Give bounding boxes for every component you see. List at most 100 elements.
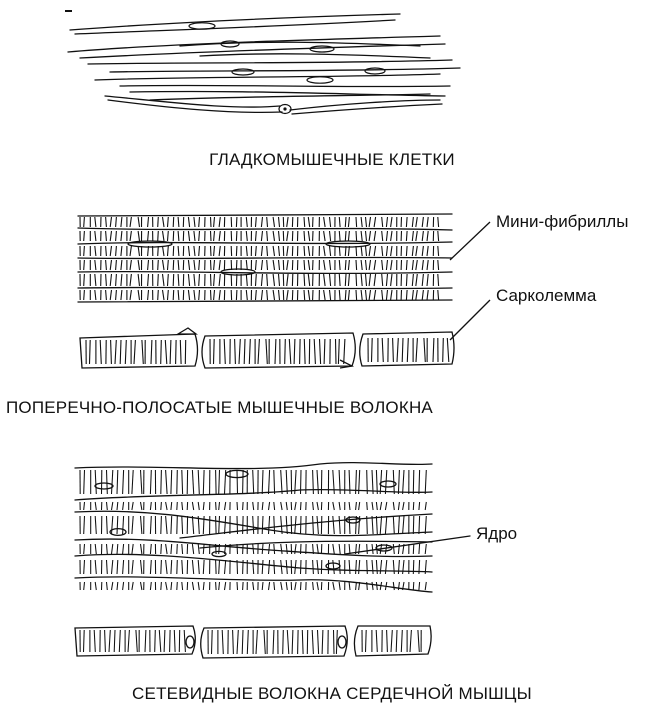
striation bbox=[261, 290, 262, 300]
striation bbox=[413, 470, 414, 494]
striation bbox=[84, 630, 85, 652]
striation bbox=[161, 340, 162, 364]
striation bbox=[295, 516, 296, 534]
striation bbox=[273, 217, 274, 227]
striation bbox=[279, 246, 280, 256]
striation bbox=[155, 630, 156, 652]
striation bbox=[211, 217, 212, 227]
striation bbox=[112, 544, 113, 554]
striation bbox=[317, 560, 318, 574]
striation bbox=[132, 502, 133, 510]
striation bbox=[416, 260, 418, 270]
striation bbox=[182, 470, 183, 494]
striation bbox=[161, 502, 162, 510]
striation bbox=[224, 339, 225, 364]
striation bbox=[219, 246, 220, 256]
striation bbox=[192, 516, 193, 534]
striation bbox=[171, 560, 172, 574]
striation bbox=[136, 630, 137, 652]
striation bbox=[150, 470, 151, 494]
nucleus bbox=[186, 636, 194, 648]
striation bbox=[188, 274, 189, 286]
striation bbox=[188, 246, 189, 256]
striation bbox=[339, 274, 340, 286]
striation bbox=[148, 290, 149, 300]
striation bbox=[366, 260, 367, 270]
striation bbox=[286, 502, 287, 510]
striation bbox=[256, 217, 257, 227]
striation bbox=[374, 231, 376, 241]
striation bbox=[367, 502, 368, 510]
smooth-cell bbox=[75, 20, 395, 34]
striation bbox=[349, 560, 350, 574]
striation bbox=[236, 231, 237, 241]
striation bbox=[256, 290, 257, 300]
striation bbox=[151, 340, 152, 364]
striation bbox=[330, 231, 331, 241]
striation bbox=[387, 630, 388, 652]
striation bbox=[173, 217, 174, 227]
striation bbox=[132, 560, 133, 574]
striation bbox=[235, 339, 236, 364]
striation bbox=[338, 339, 339, 364]
striation bbox=[174, 630, 175, 652]
striation bbox=[176, 340, 177, 364]
striation bbox=[121, 231, 122, 241]
striation bbox=[302, 630, 303, 654]
striation bbox=[348, 274, 349, 286]
striation bbox=[95, 260, 96, 270]
striation bbox=[393, 502, 394, 510]
striation bbox=[138, 246, 139, 256]
striation bbox=[216, 582, 217, 590]
striation bbox=[188, 290, 189, 300]
striation bbox=[141, 582, 142, 590]
striation bbox=[274, 560, 275, 574]
striation bbox=[219, 582, 220, 590]
striation bbox=[313, 560, 314, 574]
striation bbox=[239, 339, 240, 364]
striation bbox=[182, 544, 183, 554]
striation bbox=[106, 217, 107, 227]
striation bbox=[110, 274, 111, 286]
striation bbox=[333, 560, 335, 574]
striation bbox=[403, 502, 404, 510]
striation bbox=[385, 582, 386, 590]
striation bbox=[246, 290, 247, 300]
striation bbox=[422, 274, 423, 286]
striation bbox=[177, 582, 178, 590]
striation bbox=[198, 560, 199, 574]
striation bbox=[356, 290, 357, 300]
striation bbox=[279, 217, 280, 227]
striation bbox=[361, 246, 362, 256]
striation bbox=[345, 246, 346, 256]
striation bbox=[237, 502, 238, 510]
striation bbox=[112, 560, 113, 574]
striation bbox=[163, 290, 165, 300]
striation bbox=[123, 516, 124, 534]
striation bbox=[194, 274, 195, 286]
striation bbox=[349, 516, 350, 534]
striation bbox=[178, 217, 179, 227]
striation bbox=[95, 274, 96, 286]
striation bbox=[225, 582, 226, 590]
striation bbox=[369, 217, 370, 227]
striation bbox=[267, 274, 268, 286]
striation bbox=[279, 231, 280, 241]
striation bbox=[427, 274, 428, 286]
striation bbox=[178, 290, 179, 300]
striation bbox=[171, 544, 172, 554]
striation bbox=[356, 582, 357, 590]
smooth-cell bbox=[108, 100, 282, 112]
striation bbox=[317, 470, 318, 494]
striation bbox=[219, 516, 220, 534]
striation bbox=[116, 217, 117, 227]
striation bbox=[425, 502, 426, 510]
striation bbox=[211, 246, 212, 256]
striation bbox=[367, 516, 368, 534]
striation bbox=[382, 217, 383, 227]
striation bbox=[107, 516, 108, 534]
striation bbox=[330, 260, 331, 270]
striation bbox=[198, 502, 199, 510]
striation bbox=[188, 217, 189, 227]
nucleus bbox=[189, 23, 215, 29]
